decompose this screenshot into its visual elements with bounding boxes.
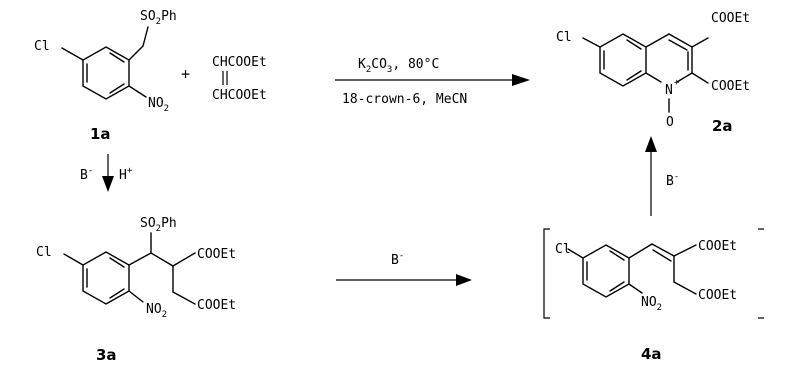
arrow-middle: B- (336, 251, 472, 286)
compound-1a-chloro: Cl (34, 39, 50, 54)
compound-4a: Cl NO2 COOEt COOEt 4a (543, 228, 764, 363)
compound-3a-ring (63, 232, 196, 305)
arrow-top-head (512, 74, 530, 86)
compound-4a-brackets (543, 228, 764, 319)
compound-2a-label: 2a (712, 117, 733, 135)
compound-2a-rings (582, 33, 709, 113)
compound-4a-ester-lower: COOEt (698, 288, 737, 303)
compound-4a-label: 4a (641, 345, 662, 363)
arrow-middle-base: B- (391, 251, 404, 268)
arrow-up-base: B- (666, 172, 679, 189)
alkene-top-group: CHCOOEt (212, 55, 267, 70)
arrow-top: K2CO3, 80°C 18-crown-6, MeCN (335, 57, 530, 107)
compound-2a-nitrogen: N (665, 83, 673, 98)
compound-2a-oxide: O (666, 115, 674, 130)
arrow-middle-head (456, 274, 472, 286)
compound-1a-ring (61, 26, 149, 100)
arrow-down-head (102, 176, 114, 192)
compound-1a-nitro: NO2 (148, 96, 169, 114)
compound-2a-ester-2: COOEt (711, 79, 750, 94)
compound-2a-nitrogen-charge: + (674, 78, 680, 88)
compound-1a-sulfonyl: SO2Ph (140, 9, 177, 27)
compound-2a-ester-3: COOEt (711, 11, 750, 26)
plus-sign: + (181, 65, 190, 83)
compound-3a: Cl SO2Ph NO2 COOEt COOEt 3a (36, 216, 236, 364)
compound-4a-ester-upper: COOEt (698, 239, 737, 254)
compound-2a: Cl N + O COOEt COOEt 2a (556, 11, 750, 135)
arrow-down-acid: H+ (119, 166, 133, 183)
arrow-down: B- H+ (80, 154, 133, 192)
arrow-up: B- (645, 136, 679, 216)
arrow-top-conditions: K2CO3, 80°C (358, 57, 439, 75)
compound-2a-chloro: Cl (556, 30, 572, 45)
alkene-bottom-group: CHCOOEt (212, 88, 267, 103)
compound-4a-ring (567, 243, 697, 298)
arrow-top-solvent: 18-crown-6, MeCN (342, 92, 467, 107)
compound-1a: Cl SO2Ph NO2 1a (34, 9, 177, 143)
arrow-down-base: B- (80, 166, 93, 183)
compound-3a-ester-lower: COOEt (197, 298, 236, 313)
diethyl-fumarate: CHCOOEt CHCOOEt (212, 55, 267, 103)
compound-3a-label: 3a (96, 346, 117, 364)
arrow-up-head (645, 136, 657, 152)
compound-1a-label: 1a (90, 125, 111, 143)
compound-3a-nitro: NO2 (146, 302, 167, 320)
compound-4a-nitro: NO2 (641, 295, 662, 313)
compound-3a-ester-upper: COOEt (197, 247, 236, 262)
compound-4a-chloro: Cl (555, 242, 571, 257)
compound-3a-sulfonyl: SO2Ph (140, 216, 177, 234)
compound-3a-chloro: Cl (36, 245, 52, 260)
